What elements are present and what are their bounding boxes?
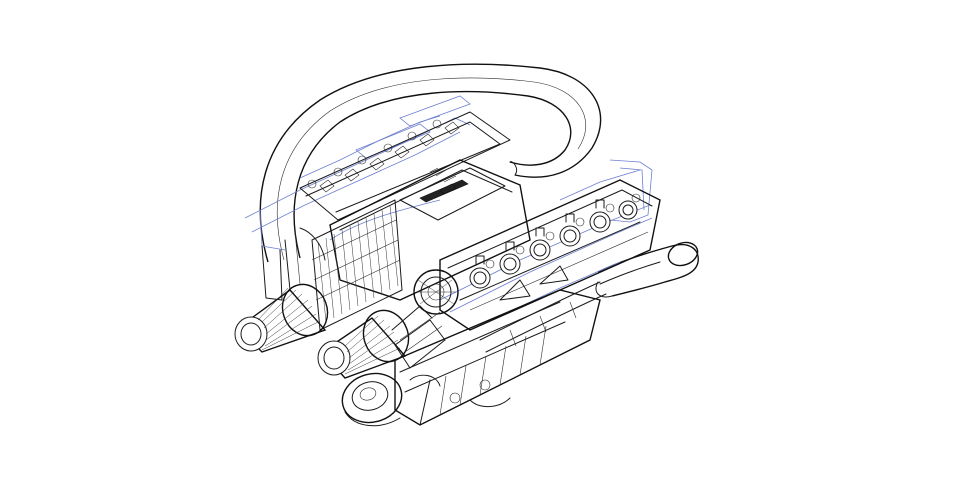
exhaust-pipe-right (595, 241, 699, 298)
air-filter-cone-left (234, 283, 329, 353)
throttle-stack (311, 199, 403, 331)
engine-block (394, 289, 601, 426)
intake-loop-tube (259, 63, 602, 263)
spark-plug-coils (469, 193, 641, 301)
timing-pulley (413, 269, 459, 315)
exhaust-manifold (479, 281, 607, 353)
accessory-bracket (391, 305, 446, 387)
intake-plenum (329, 159, 531, 301)
valve-cover-left-bank (299, 111, 511, 221)
intake-runners (261, 227, 326, 301)
crank-pulley (341, 372, 403, 427)
